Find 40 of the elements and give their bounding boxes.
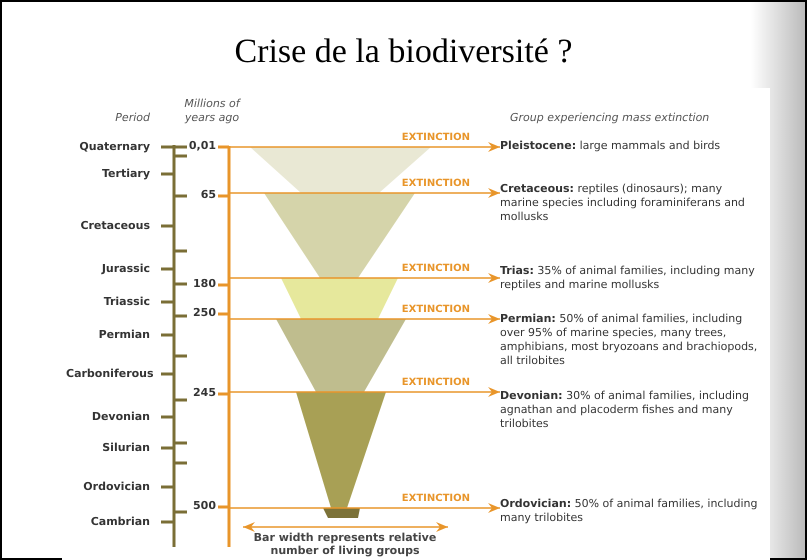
column-heading: Group experiencing mass extinction [510,111,710,125]
extinction-arrow [230,503,500,513]
column-heading: Period [114,111,150,125]
age-value: 65 [200,188,216,202]
edge-label: EXTINCTION [402,263,470,275]
extinction-description: Ordovician: 50% of animal families, including many trilobites [500,497,762,525]
extinction-description: Trias: 35% of animal families, including many reptiles and marine mollusks [500,264,762,292]
period-name: Cambrian [90,515,150,529]
extinction-arrow [230,273,500,283]
column-heading: Millions of years ago [183,97,242,125]
edge-label: EXTINCTION [402,377,470,389]
extinction-arrow [230,314,500,324]
age-value: 0,01 [188,139,216,153]
dimension-label: Bar width represents relative number of living groups [252,531,438,557]
period-name: Tertiary [101,167,150,181]
age-value: 245 [192,386,216,400]
period-name: Jurassic [100,262,150,276]
period-name: Permian [98,328,150,342]
extinction-arrow [230,188,500,198]
period-name: Devonian [90,410,150,424]
extinction-arrow [230,142,500,152]
age-value: 180 [192,277,216,291]
extinction-description: Devonian: 30% of animal families, including agnathan and placoderm fishes and many trilobites [500,389,762,431]
extinction-description: Pleistocene: large mammals and birds [500,139,762,153]
period-name: Triassic [102,295,150,309]
edge-label: EXTINCTION [402,178,470,190]
slide-title: Crise de la biodiversité ? [233,32,574,72]
extinction-description: Permian: 50% of animal families, including over 95% of marine species, many trees, amphibians, most bryozoans and brachiopods, all trilobites [500,312,762,368]
age-value: 250 [192,306,216,320]
period-name: Quaternary [78,140,150,154]
edge-label: EXTINCTION [402,304,470,316]
extinction-arrow [230,387,500,397]
edge-label: EXTINCTION [402,493,470,505]
time-axis-drawing [218,146,230,547]
extinction-description: Cretaceous: reptiles (dinosaurs); many marine species including foraminiferans and mollusks [500,182,762,224]
age-value: 500 [192,499,216,513]
period-name: Cretaceous [79,219,150,233]
period-name: Ordovician [82,480,150,494]
edge-label: EXTINCTION [402,132,470,144]
period-name: Silurian [101,441,150,455]
